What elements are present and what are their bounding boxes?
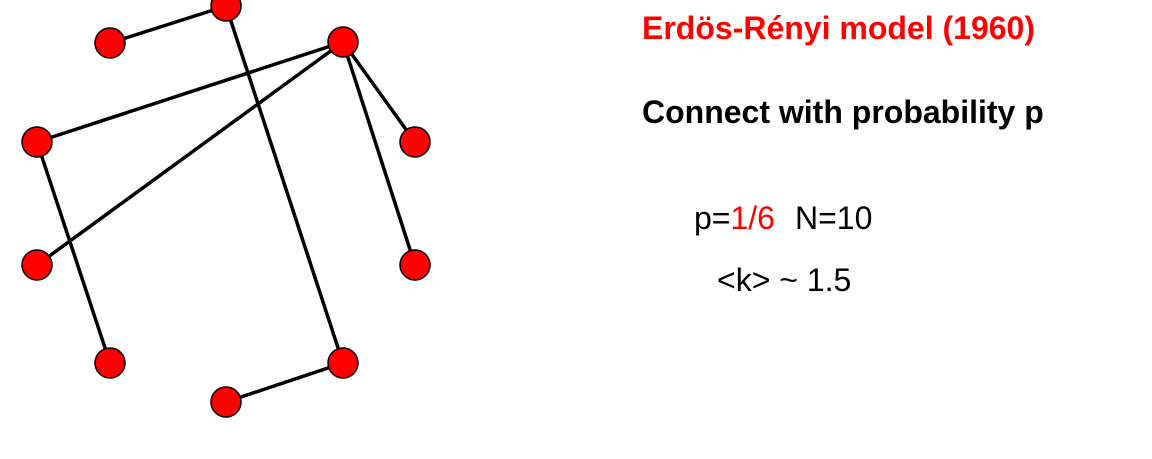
node-n5 <box>399 126 431 158</box>
node-n8 <box>94 347 126 379</box>
node-n4 <box>21 126 53 158</box>
node-n6 <box>21 249 53 281</box>
node-n2 <box>210 0 242 22</box>
nodes-layer <box>21 0 431 418</box>
edge-n3-n5 <box>341 40 417 144</box>
node-n7 <box>399 249 431 281</box>
node-n3 <box>327 26 359 58</box>
parameters-line: p=1/6 N=10 <box>694 200 872 237</box>
slide-title: Erdös-Rényi model (1960) <box>642 10 1035 46</box>
p-label: p= <box>694 200 731 236</box>
edge-n3-n4 <box>36 40 344 144</box>
slide-subtitle: Connect with probability p <box>642 94 1044 130</box>
edge-n9-n10 <box>225 361 344 404</box>
edge-n4-n8 <box>35 141 112 364</box>
n-value: N=10 <box>794 200 873 236</box>
average-degree: <k> ~ 1.5 <box>717 262 852 298</box>
edge-n1-n2 <box>109 4 227 45</box>
random-network-graph <box>21 0 431 418</box>
edge-n3-n6 <box>35 40 345 267</box>
edge-n2-n9 <box>224 5 345 364</box>
node-n9 <box>327 347 359 379</box>
node-n1 <box>94 27 126 59</box>
node-n10 <box>210 386 242 418</box>
edge-n3-n7 <box>341 41 417 266</box>
edges-layer <box>35 4 417 404</box>
p-value: 1/6 <box>730 200 775 236</box>
